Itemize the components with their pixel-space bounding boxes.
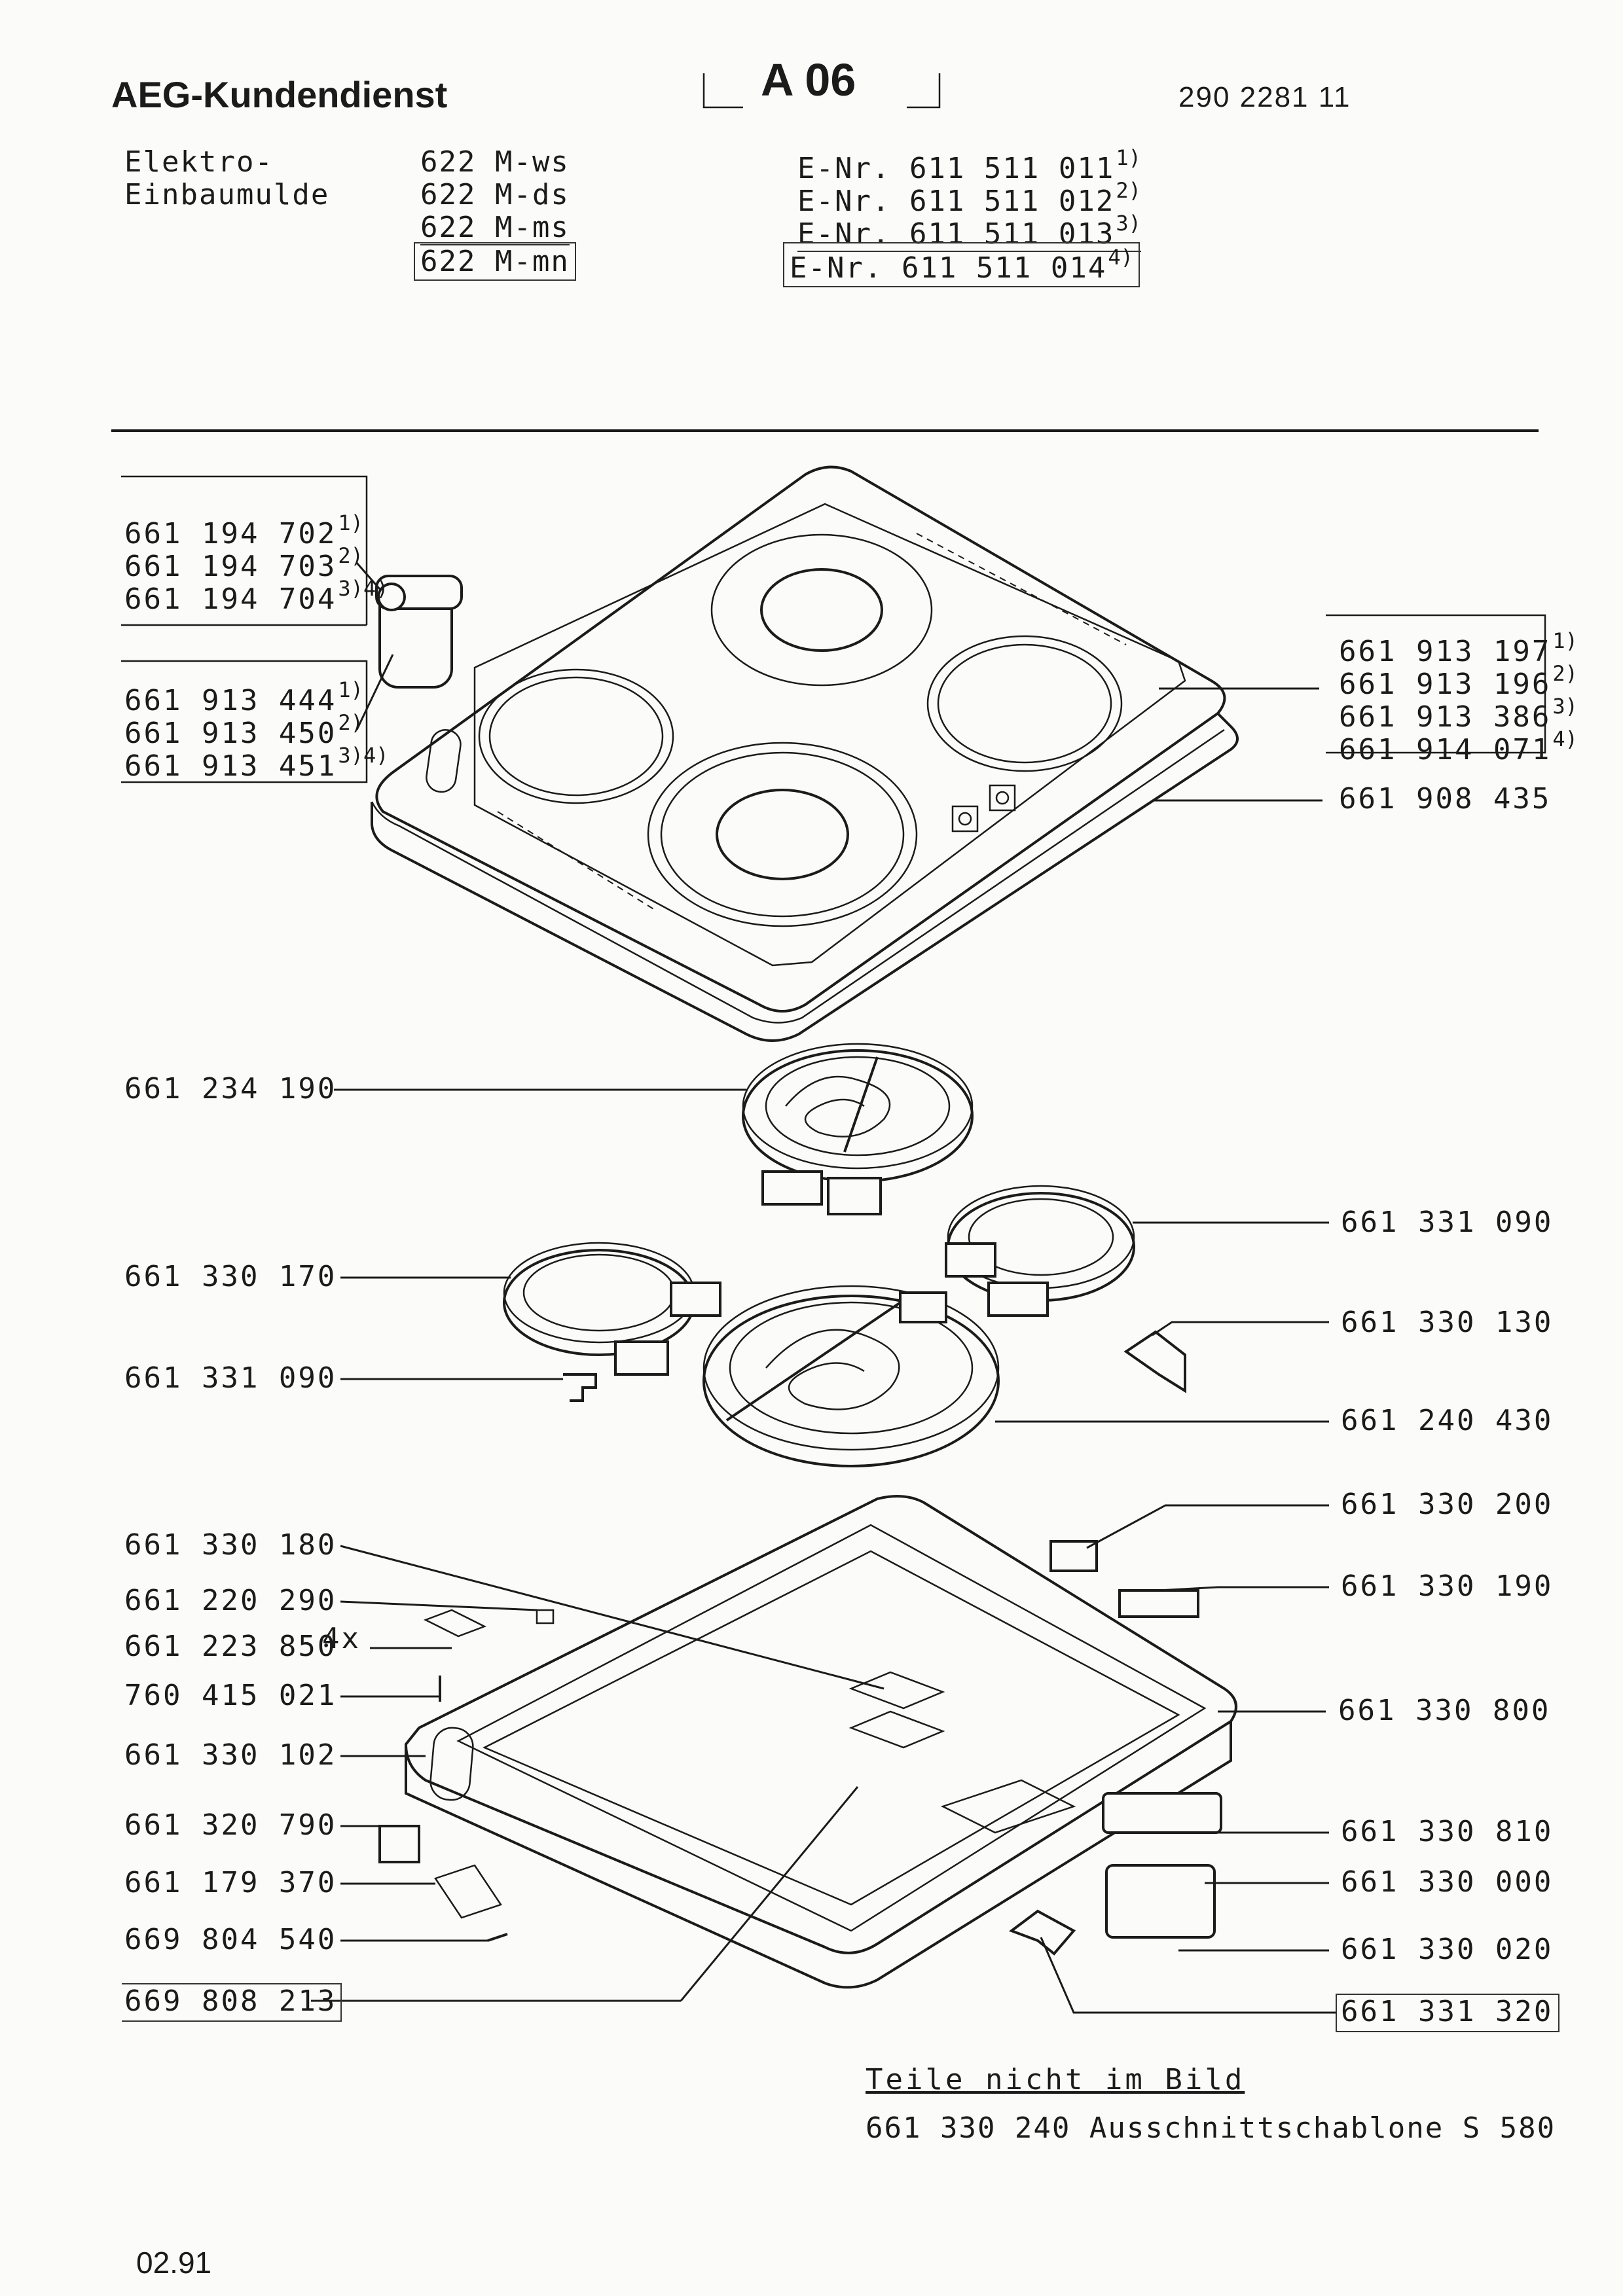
control-symbol xyxy=(951,805,979,833)
part-label: 661 330 200 xyxy=(1341,1488,1554,1521)
part-label: 661 331 090 xyxy=(124,1361,337,1395)
leader-line xyxy=(1152,1321,1329,1336)
leader-line xyxy=(340,1600,538,1611)
radiant-heater-large-rear xyxy=(742,1043,974,1215)
part-label: 661 913 1962) xyxy=(1339,661,1578,701)
leader-line xyxy=(1158,1586,1329,1592)
not-shown-item: 661 330 240 Ausschnittschablone S 580 xyxy=(866,2111,1556,2145)
part-label: 661 223 850 xyxy=(124,1630,337,1663)
part-label: 661 913 1971) xyxy=(1339,628,1578,668)
cooking-zone-right xyxy=(926,635,1123,772)
zone-markings xyxy=(916,533,1127,645)
part-label: 760 415 021 xyxy=(124,1679,337,1712)
label-box-frame xyxy=(1326,614,1546,754)
product-name-line2: Einbaumulde xyxy=(124,178,330,211)
part-label: 661 194 7032) xyxy=(124,543,363,583)
part-label: 661 330 800 xyxy=(1338,1694,1551,1727)
part-label: 661 330 810 xyxy=(1341,1815,1554,1848)
quantity-note: 4x xyxy=(322,1622,361,1655)
cooking-zone-front-large xyxy=(647,742,918,927)
doc-number: 290 2281 11 xyxy=(1178,81,1351,113)
radiant-heater-left xyxy=(503,1242,721,1376)
part-label: 661 330 020 xyxy=(1341,1933,1554,1966)
part-label: 661 331 090 xyxy=(1341,1206,1554,1239)
part-label: 661 913 4441) xyxy=(124,677,363,717)
glass-ceramic-top xyxy=(371,465,1239,1042)
product-name-line1: Elektro- xyxy=(124,145,274,179)
page-code: A 06 xyxy=(761,54,856,105)
retaining-clip xyxy=(1123,1330,1186,1393)
variant-enr: E-Nr. 611 511 0122) xyxy=(797,178,1141,218)
housing-tray xyxy=(404,1495,1237,1989)
indicator-window xyxy=(426,728,462,793)
part-label: 669 804 540 xyxy=(124,1923,337,1956)
variant-model: 622 M-ws xyxy=(420,145,570,179)
leader-line xyxy=(356,562,381,590)
footer-date: 02.91 xyxy=(136,2246,212,2280)
radiant-heater-large-front xyxy=(702,1285,1000,1467)
part-label: 661 330 102 xyxy=(124,1738,337,1772)
leader-line xyxy=(356,654,394,730)
radiant-heater-right xyxy=(945,1185,1135,1317)
variant-model: 622 M-ms xyxy=(420,211,570,245)
leader-line xyxy=(680,1786,859,2001)
tray-components xyxy=(378,1540,1222,1956)
part-label-boxed: 669 808 213 xyxy=(122,1983,342,2022)
variant-enr: E-Nr. 611 511 0111) xyxy=(797,145,1141,185)
temperature-limiter-bracket xyxy=(563,1373,597,1402)
variant-enr: E-Nr. 611 511 0144) xyxy=(783,242,1140,287)
part-label: 661 914 0714) xyxy=(1339,726,1578,766)
part-label: 661 220 290 xyxy=(124,1584,337,1617)
part-label: 661 330 190 xyxy=(1341,1570,1554,1603)
not-shown-title: Teile nicht im Bild xyxy=(866,2063,1245,2096)
part-label: 661 913 4502) xyxy=(124,710,363,750)
part-label: 661 194 7021) xyxy=(124,511,363,550)
control-knob xyxy=(375,575,463,689)
cooking-zone-left xyxy=(478,668,674,804)
control-symbol xyxy=(989,784,1016,812)
leader-line xyxy=(1086,1504,1329,1549)
part-label: 661 194 7043)4) xyxy=(124,576,389,616)
leader-line xyxy=(340,1545,884,1690)
leader-line xyxy=(1040,1937,1336,2014)
zone-markings xyxy=(497,811,655,910)
part-label: 661 908 435 xyxy=(1339,782,1552,816)
variant-model: 622 M-ds xyxy=(420,178,570,211)
part-label: 661 330 170 xyxy=(124,1260,337,1293)
part-label: 661 913 3863) xyxy=(1339,694,1578,734)
part-label: 661 240 430 xyxy=(1341,1404,1554,1437)
variant-model: 622 M-mn xyxy=(414,242,576,281)
page-code-bracket xyxy=(702,73,941,109)
part-label: 661 234 190 xyxy=(124,1072,337,1105)
part-label: 661 913 4513)4) xyxy=(124,743,389,783)
brand-title: AEG-Kundendienst xyxy=(111,74,448,115)
part-label: 661 330 130 xyxy=(1341,1306,1554,1339)
part-label: 661 330 000 xyxy=(1341,1865,1554,1899)
cooking-zone-back-left xyxy=(710,533,933,687)
part-label: 661 320 790 xyxy=(124,1808,337,1842)
variant-enr: E-Nr. 611 511 0133) xyxy=(797,211,1141,252)
part-label: 661 179 370 xyxy=(124,1866,337,1899)
part-label: 661 330 180 xyxy=(124,1528,337,1562)
part-label-boxed: 661 331 320 xyxy=(1336,1994,1560,2032)
